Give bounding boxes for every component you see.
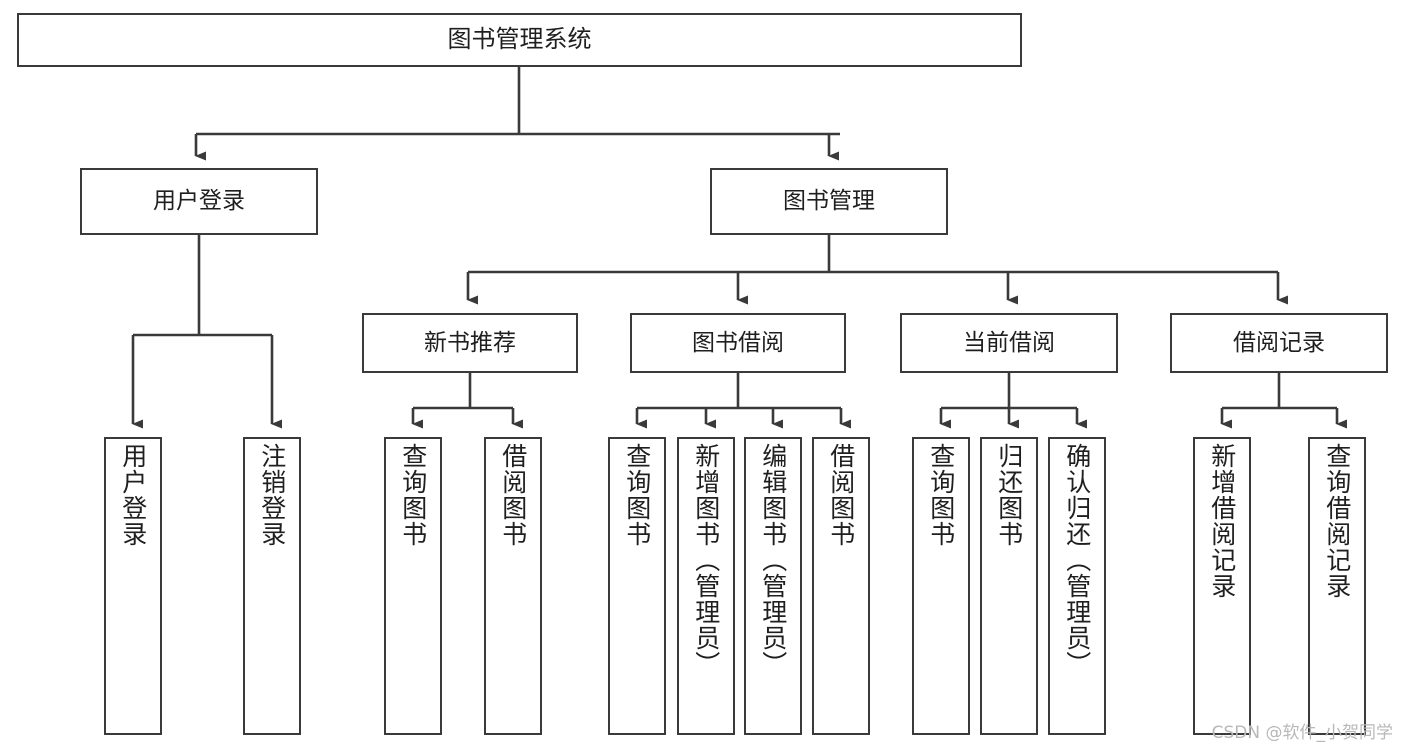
node-label: 新书推荐 — [424, 329, 516, 356]
node-label: 查询借阅记录 — [1322, 443, 1352, 599]
node-label: 用户登录 — [153, 188, 245, 215]
leaf-user-login[interactable]: 用户登录 — [104, 437, 162, 735]
node-label: 确认归还（管理员） — [1062, 443, 1092, 677]
node-label: 借阅图书 — [498, 443, 528, 547]
leaf-query-borrow-record[interactable]: 查询借阅记录 — [1308, 437, 1366, 735]
leaf-add-borrow-record[interactable]: 新增借阅记录 — [1193, 437, 1251, 735]
leaf-edit-book-admin[interactable]: 编辑图书（管理员） — [744, 437, 802, 735]
leaf-query-book-borrow[interactable]: 查询图书 — [608, 437, 666, 735]
leaf-add-book-admin[interactable]: 新增图书（管理员） — [677, 437, 735, 735]
node-book-management[interactable]: 图书管理 — [710, 168, 948, 235]
node-label: 查询图书 — [398, 443, 428, 547]
node-label: 归还图书 — [994, 443, 1024, 547]
leaf-borrow-book-recommend[interactable]: 借阅图书 — [484, 437, 542, 735]
leaf-confirm-return-admin[interactable]: 确认归还（管理员） — [1048, 437, 1106, 735]
node-book-borrow[interactable]: 图书借阅 — [630, 313, 846, 373]
node-borrow-record[interactable]: 借阅记录 — [1170, 313, 1388, 373]
node-label: 借阅记录 — [1233, 329, 1325, 356]
node-label: 新增图书（管理员） — [691, 443, 721, 677]
node-label: 借阅图书 — [826, 443, 856, 547]
node-label: 新增借阅记录 — [1207, 443, 1237, 599]
node-label: 当前借阅 — [963, 329, 1055, 356]
node-new-book-recommend[interactable]: 新书推荐 — [362, 313, 578, 373]
leaf-return-book[interactable]: 归还图书 — [980, 437, 1038, 735]
node-current-borrow[interactable]: 当前借阅 — [900, 313, 1118, 373]
leaf-logout[interactable]: 注销登录 — [243, 437, 301, 735]
node-label: 注销登录 — [257, 443, 287, 547]
node-label: 图书管理系统 — [447, 25, 592, 54]
leaf-query-book-recommend[interactable]: 查询图书 — [384, 437, 442, 735]
leaf-borrow-book[interactable]: 借阅图书 — [812, 437, 870, 735]
node-label: 用户登录 — [118, 443, 148, 547]
node-label: 图书借阅 — [692, 329, 784, 356]
node-user-login[interactable]: 用户登录 — [80, 168, 318, 235]
node-label: 查询图书 — [926, 443, 956, 547]
leaf-query-book-current[interactable]: 查询图书 — [912, 437, 970, 735]
node-label: 图书管理 — [783, 188, 875, 215]
node-root-system[interactable]: 图书管理系统 — [17, 13, 1022, 67]
node-label: 编辑图书（管理员） — [758, 443, 788, 677]
node-label: 查询图书 — [622, 443, 652, 547]
